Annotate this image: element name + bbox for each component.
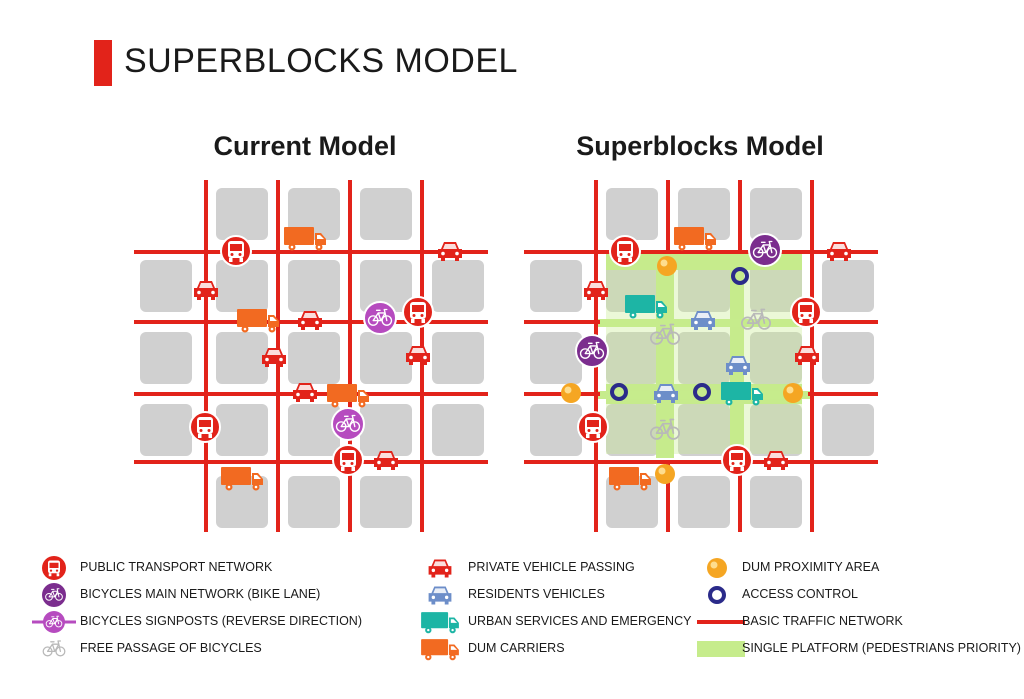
current-model-title: Current Model — [213, 131, 397, 161]
current-block — [216, 332, 268, 384]
public-transport-icon — [402, 296, 434, 328]
current-block — [288, 404, 340, 456]
dum-proximity-legend-icon — [707, 558, 727, 578]
private-vehicle-icon — [438, 242, 462, 261]
superblocks-block — [750, 188, 802, 240]
access-control-icon — [731, 267, 749, 285]
dum-proximity-icon — [783, 383, 803, 403]
current-block — [360, 188, 412, 240]
bike-signpost-icon — [363, 301, 397, 335]
blue-car-icon — [428, 586, 452, 605]
public-transport-icon — [577, 411, 609, 443]
public-transport-icon — [721, 444, 753, 476]
private-vehicle-icon — [827, 242, 851, 261]
current-block — [140, 332, 192, 384]
superblocks-block — [678, 476, 730, 528]
legend-label: PRIVATE VEHICLE PASSING — [468, 560, 635, 574]
dum-proximity-icon — [657, 256, 677, 276]
superblocks-block — [678, 332, 730, 384]
superblocks-block — [678, 260, 730, 312]
superblocks-block — [822, 260, 874, 312]
current-block — [360, 404, 412, 456]
legend-label: DUM CARRIERS — [468, 641, 565, 655]
superblocks-block — [750, 332, 802, 384]
public-transport-icon — [189, 411, 221, 443]
current-block — [140, 260, 192, 312]
legend-label: FREE PASSAGE OF BICYCLES — [80, 641, 262, 655]
legend-label: BICYCLES MAIN NETWORK (BIKE LANE) — [80, 587, 321, 601]
legend-label: DUM PROXIMITY AREA — [742, 560, 880, 574]
current-block — [360, 260, 412, 312]
superblocks-block — [678, 404, 730, 456]
current-block — [288, 332, 340, 384]
teal-truck-icon — [421, 612, 459, 634]
public-transport-icon — [220, 235, 252, 267]
current-block — [288, 476, 340, 528]
public-transport-icon — [790, 296, 822, 328]
superblocks-block — [822, 404, 874, 456]
superblocks-block — [750, 260, 802, 312]
page-title: SUPERBLOCKS MODEL — [124, 42, 518, 80]
superblocks-block — [606, 188, 658, 240]
dum-proximity-icon — [561, 383, 581, 403]
current-block — [140, 404, 192, 456]
platform-icon — [697, 641, 745, 657]
pedestrian-platform — [598, 391, 810, 399]
superblocks-block — [530, 260, 582, 312]
access-control-icon — [610, 383, 628, 401]
bike-lane-icon — [748, 233, 782, 267]
dum-proximity-icon — [655, 464, 675, 484]
current-block — [216, 188, 268, 240]
bike-signpost-icon — [32, 611, 76, 633]
superblocks-block — [750, 404, 802, 456]
superblocks-block — [606, 404, 658, 456]
superblocks-block — [530, 404, 582, 456]
legend-label: RESIDENTS VEHICLES — [468, 587, 605, 601]
access-control-icon — [693, 383, 711, 401]
private-vehicle-icon — [298, 311, 322, 330]
legend-label: URBAN SERVICES AND EMERGENCY — [468, 614, 692, 628]
current-block — [216, 404, 268, 456]
current-block — [432, 404, 484, 456]
current-block — [432, 260, 484, 312]
legend-label: BASIC TRAFFIC NETWORK — [742, 614, 903, 628]
public-transport-icon — [332, 444, 364, 476]
bus-icon — [42, 556, 66, 580]
private-vehicle-icon — [293, 383, 317, 402]
bicycle-outline-icon — [42, 640, 66, 657]
pedestrian-platform — [606, 258, 802, 454]
title-accent-bar — [94, 40, 112, 86]
bike-signpost-icon — [331, 407, 365, 441]
legend-label: SINGLE PLATFORM (PEDESTRIANS PRIORITY) — [742, 641, 1021, 655]
current-block — [288, 260, 340, 312]
legend-label: BICYCLES SIGNPOSTS (REVERSE DIRECTION) — [80, 614, 362, 628]
legend-label: ACCESS CONTROL — [742, 587, 858, 601]
bike-lane-icon — [575, 334, 609, 368]
access-control-icon — [708, 586, 726, 604]
red-car-icon — [428, 559, 452, 578]
superblocks-block — [750, 476, 802, 528]
current-block — [432, 332, 484, 384]
current-block — [360, 476, 412, 528]
legend-label: PUBLIC TRANSPORT NETWORK — [80, 560, 273, 574]
superblocks-block — [530, 332, 582, 384]
superblocks-block — [822, 332, 874, 384]
superblocks-block — [606, 332, 658, 384]
dum-carrier-icon — [237, 309, 279, 333]
public-transport-icon — [609, 235, 641, 267]
orange-truck-icon — [421, 639, 459, 661]
dum-proximity-icon — [707, 558, 727, 578]
current-block — [360, 332, 412, 384]
superblocks-model-title: Superblocks Model — [576, 131, 824, 161]
bike-lane-icon — [42, 583, 66, 607]
current-block — [216, 260, 268, 312]
access-control-icon — [708, 586, 726, 604]
